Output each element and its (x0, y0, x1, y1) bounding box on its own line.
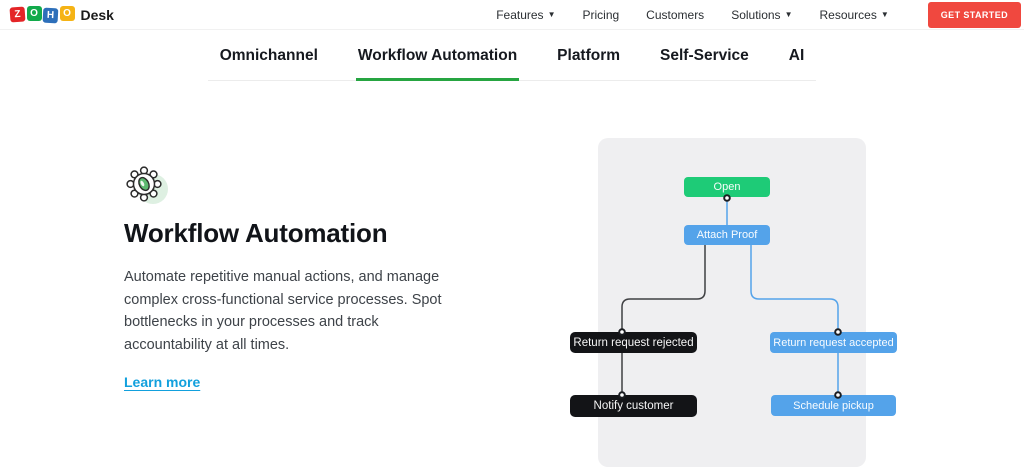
logo-letter-o2: O (59, 6, 75, 21)
nav-item-label: Solutions (731, 7, 781, 22)
nav-item-label: Resources (819, 7, 877, 22)
flow-node-return-request-rejected[interactable]: Return request rejected (570, 332, 697, 353)
chevron-down-icon: ▼ (784, 9, 793, 19)
zoho-logo-icon: Z O H O (9, 6, 75, 24)
learn-more-link[interactable]: Learn more (124, 374, 201, 391)
nav-item-pricing[interactable]: Pricing (582, 8, 619, 22)
nav-item-label: Customers (646, 7, 705, 22)
flow-node-open[interactable]: Open (684, 177, 770, 197)
nav-item-solutions[interactable]: Solutions ▼ (731, 8, 792, 22)
flow-node-return-request-accepted[interactable]: Return request accepted (770, 332, 897, 353)
nav-item-label: Pricing (582, 7, 620, 22)
tab-omnichannel[interactable]: Omnichannel (219, 47, 318, 64)
nav-item-customers[interactable]: Customers (646, 8, 704, 22)
feature-description: Automate repetitive manual actions, and … (124, 269, 442, 353)
tab-workflow-automation[interactable]: Workflow Automation (355, 43, 520, 81)
logo-letter-z: Z (9, 6, 26, 23)
workflow-diagram: Open Attach Proof Return request rejecte… (560, 138, 910, 470)
tab-platform[interactable]: Platform (557, 47, 621, 64)
feature-tabbar-wrap: Omnichannel Workflow Automation Platform… (0, 43, 1024, 81)
page-title: Workflow Automation (124, 218, 388, 248)
tab-self-service[interactable]: Self-Service (660, 47, 749, 64)
logo-letter-o1: O (26, 6, 42, 21)
get-started-button[interactable]: GET STARTED (927, 1, 1021, 28)
flow-node-schedule-pickup[interactable]: Schedule pickup (771, 395, 896, 416)
feature-tabbar: Omnichannel Workflow Automation Platform… (207, 43, 817, 81)
flow-node-attach-proof[interactable]: Attach Proof (684, 225, 770, 245)
nav-item-label: Features (496, 7, 544, 22)
chevron-down-icon: ▼ (547, 9, 556, 19)
zoho-desk-logo[interactable]: Z O H O Desk (9, 6, 114, 24)
nav-item-features[interactable]: Features ▼ (496, 8, 555, 22)
workflow-gear-icon (126, 166, 168, 204)
top-header: Z O H O Desk Features ▼ Pricing Customer… (0, 0, 1024, 30)
feature-intro: Workflow Automation Automate repetitive … (124, 158, 460, 392)
chevron-down-icon: ▼ (880, 9, 889, 19)
flow-node-notify-customer[interactable]: Notify customer (570, 395, 697, 417)
product-name: Desk (80, 6, 114, 23)
logo-letter-h: H (42, 7, 59, 24)
header-nav: Features ▼ Pricing Customers Solutions ▼… (496, 1, 1021, 28)
nav-item-resources[interactable]: Resources ▼ (819, 8, 888, 22)
tab-ai[interactable]: AI (788, 47, 805, 64)
